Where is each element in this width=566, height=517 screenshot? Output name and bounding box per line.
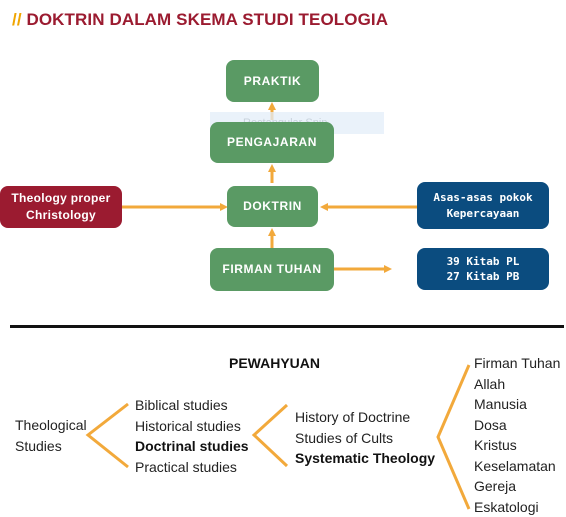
box-theology-proper: Theology proper Christology xyxy=(0,186,122,228)
theological-studies-label: Theological Studies xyxy=(15,417,87,454)
list-item: History of Doctrine xyxy=(295,409,411,425)
topics-list: Firman Tuhan Allah Manusia Dosa Kristus … xyxy=(474,353,560,517)
box-kitab: 39 Kitab PL 27 Kitab PB xyxy=(417,248,549,290)
section-divider xyxy=(10,325,564,328)
studies-list: Biblical studies Historical studies Doct… xyxy=(135,395,249,477)
asas-line-2: Kepercayaan xyxy=(446,206,520,220)
bracket-doctrine-to-topics xyxy=(436,364,471,510)
list-item: Studies of Cults xyxy=(295,429,394,446)
box-doktrin: DOKTRIN xyxy=(227,186,318,227)
kitab-line-1: 39 Kitab PL xyxy=(446,254,520,268)
list-item: Allah xyxy=(474,375,506,392)
list-item: Manusia xyxy=(474,396,527,412)
pewahyuan-heading: PEWAHYUAN xyxy=(229,355,321,371)
list-item: Eskatologi xyxy=(474,498,539,515)
list-item: Practical studies xyxy=(135,458,237,475)
list-item: Gereja xyxy=(474,478,517,494)
theology-line-1: Theology proper xyxy=(11,191,111,206)
kitab-line-2: 27 Kitab PB xyxy=(446,270,520,283)
page-title: // DOKTRIN DALAM SKEMA STUDI TEOLOGIA xyxy=(12,10,388,30)
bracket-theological-studies xyxy=(85,402,129,469)
list-item: Systematic Theology xyxy=(295,450,436,466)
title-text: DOKTRIN DALAM SKEMA STUDI TEOLOGIA xyxy=(26,10,389,29)
box-asas-asas: Asas-asas pokok Kepercayaan xyxy=(417,182,549,229)
title-slashes: // xyxy=(12,10,22,29)
doctrine-list: History of Doctrine Studies of Cults Sys… xyxy=(295,407,435,469)
list-item: Biblical studies xyxy=(135,397,228,413)
box-praktik: PRAKTIK xyxy=(226,60,319,102)
list-item: Keselamatan xyxy=(474,457,556,474)
asas-line-1: Asas-asas pokok xyxy=(433,191,533,205)
list-item: Doctrinal studies xyxy=(135,438,249,454)
list-item: Dosa xyxy=(474,416,507,433)
theology-line-2: Christology xyxy=(26,208,96,222)
box-firman-tuhan: FIRMAN TUHAN xyxy=(210,248,334,291)
box-pengajaran: PENGAJARAN xyxy=(210,122,334,163)
bracket-studies-to-doctrine xyxy=(251,403,289,468)
list-item: Kristus xyxy=(474,437,517,453)
list-item: Firman Tuhan xyxy=(474,355,561,371)
list-item: Historical studies xyxy=(135,417,241,434)
